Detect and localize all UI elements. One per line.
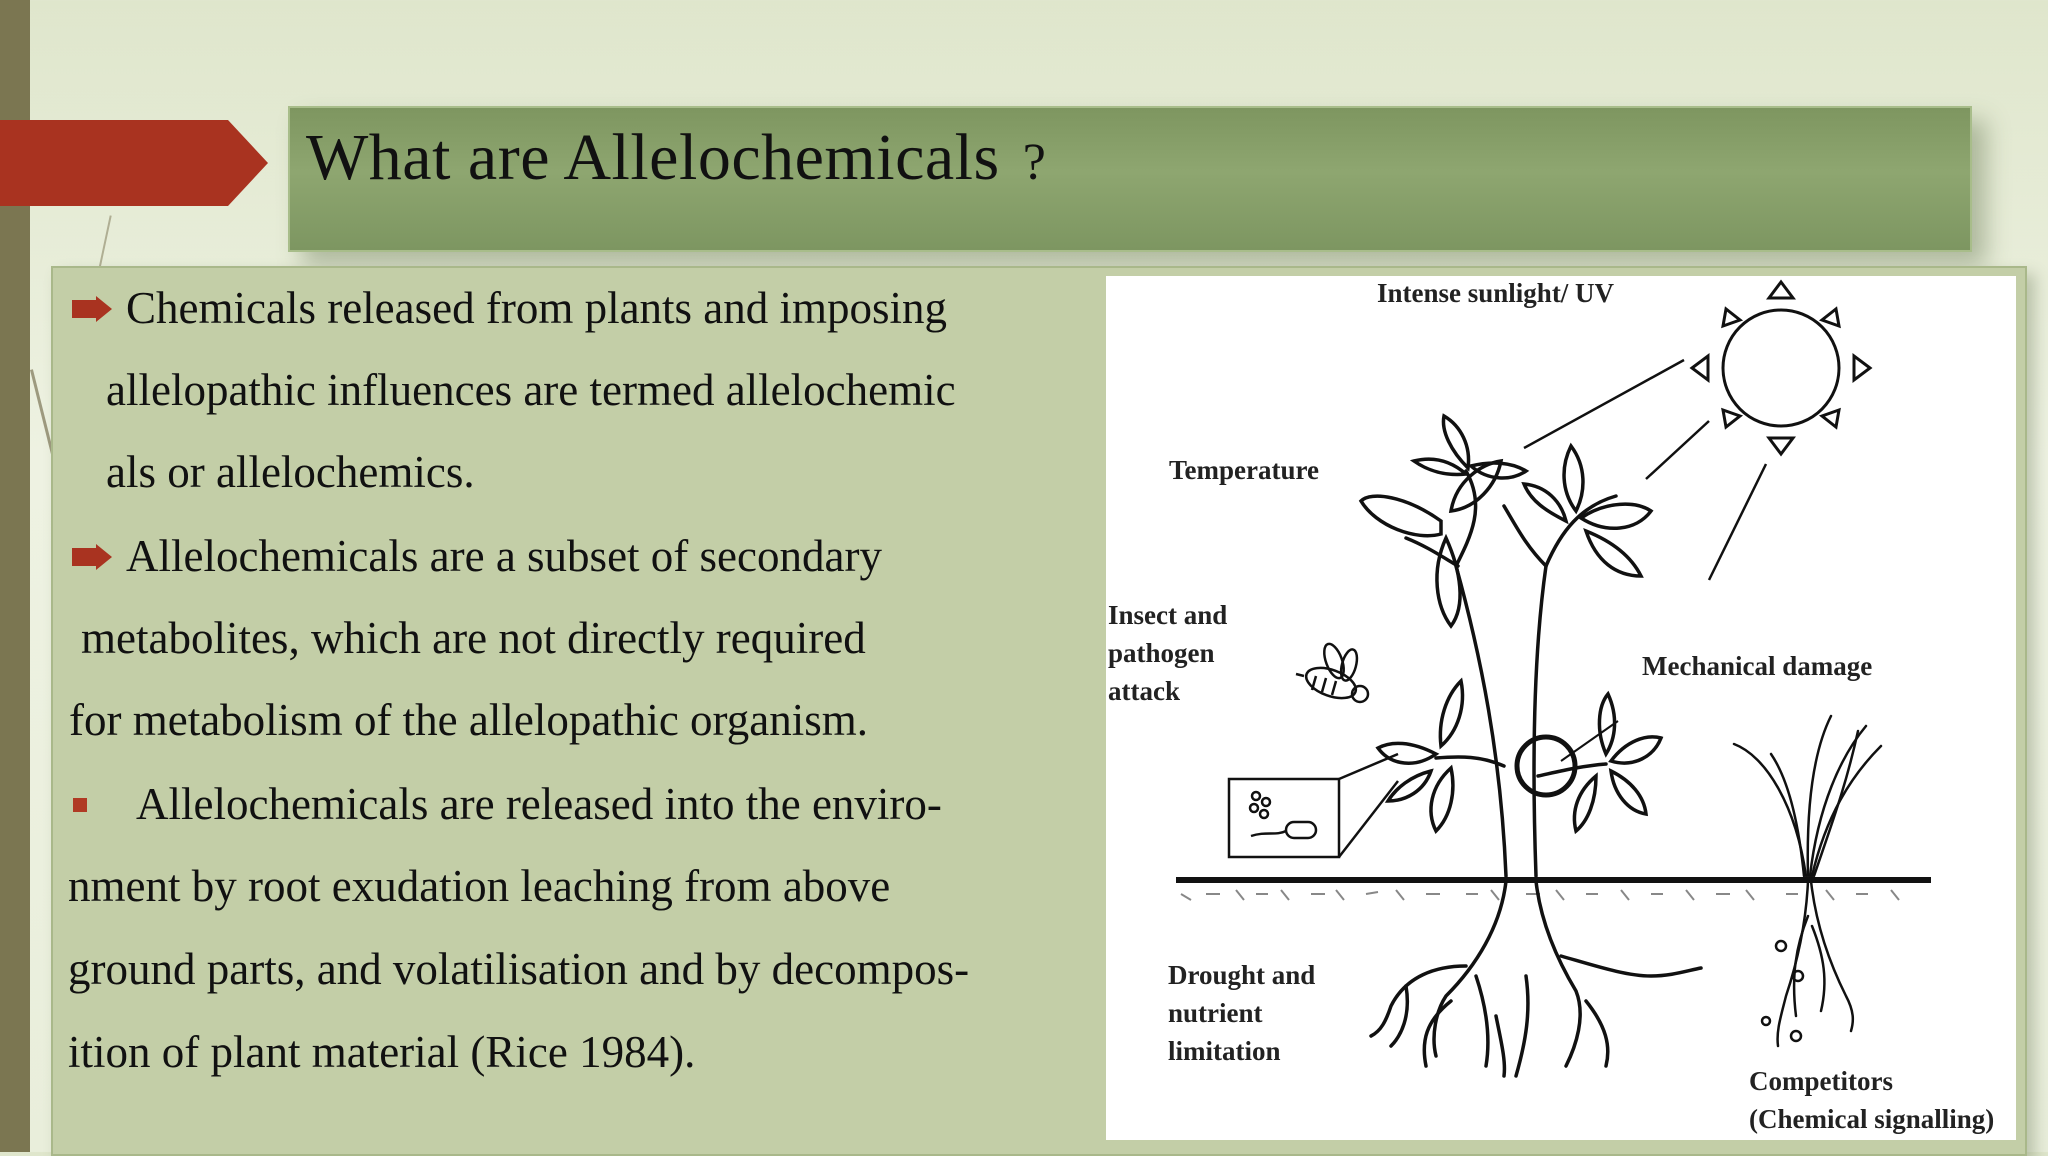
slide-title-mark: ? (1022, 134, 1047, 191)
decorative-line (98, 215, 112, 270)
stress-factors-figure: Intense sunlight/ UV Temperature Insect … (1106, 276, 2016, 1140)
title-arrow-icon (0, 120, 268, 206)
label-competitors-2: (Chemical signalling) (1749, 1104, 1995, 1134)
square-bullet-icon (73, 798, 87, 812)
label-sunlight: Intense sunlight/ UV (1377, 278, 1615, 308)
slide-title: What are Allelochemicals ? (306, 120, 1046, 196)
label-insect-1: Insect and (1108, 600, 1228, 630)
ground-line (1176, 877, 1931, 901)
bullet-line-10: ition of plant material (Rice 1984). (68, 1027, 696, 1077)
bullet-line-5: metabolites, which are not directly requ… (81, 613, 866, 663)
label-insect-2: pathogen (1108, 638, 1215, 668)
label-competitors-1: Competitors (1749, 1066, 1893, 1096)
bullet-line-2: allelopathic influences are termed allel… (106, 365, 956, 415)
arrow-bullet-icon (72, 296, 112, 322)
label-insect-3: attack (1108, 676, 1180, 706)
bullet-line-3: als or allelochemics. (106, 447, 475, 497)
label-mechanical: Mechanical damage (1642, 651, 1873, 681)
title-bar: What are Allelochemicals ? (288, 106, 1972, 252)
grass-icon (1732, 714, 1883, 1048)
label-drought-3: limitation (1168, 1036, 1281, 1066)
bullet-line-9: ground parts, and volatilisation and by … (68, 944, 970, 994)
magnifier-circle-icon (1514, 720, 1619, 798)
bullet-line-4: Allelochemicals are a subset of secondar… (126, 531, 882, 581)
label-drought-2: nutrient (1168, 998, 1263, 1028)
slide-title-text: What are Allelochemicals (306, 121, 1000, 194)
bullet-line-1: Chemicals released from plants and impos… (126, 283, 948, 333)
plant-illustration (1176, 279, 1931, 1078)
label-temperature: Temperature (1169, 455, 1319, 485)
plant-icon (1358, 413, 1664, 878)
bullet-line-6: for metabolism of the allelopathic organ… (69, 695, 868, 745)
sun-rays (1523, 358, 1768, 581)
arrow-bullet-icon (72, 544, 112, 570)
sun-icon (1689, 279, 1873, 457)
roots (1369, 879, 1703, 1078)
pathogen-inset-icon (1227, 752, 1399, 859)
bee-icon (1295, 642, 1370, 704)
label-drought-1: Drought and (1168, 960, 1316, 990)
bullet-line-7: Allelochemicals are released into the en… (136, 779, 942, 829)
bullet-line-8: nment by root exudation leaching from ab… (68, 861, 891, 911)
bullet-list: Chemicals released from plants and impos… (53, 268, 1099, 1154)
